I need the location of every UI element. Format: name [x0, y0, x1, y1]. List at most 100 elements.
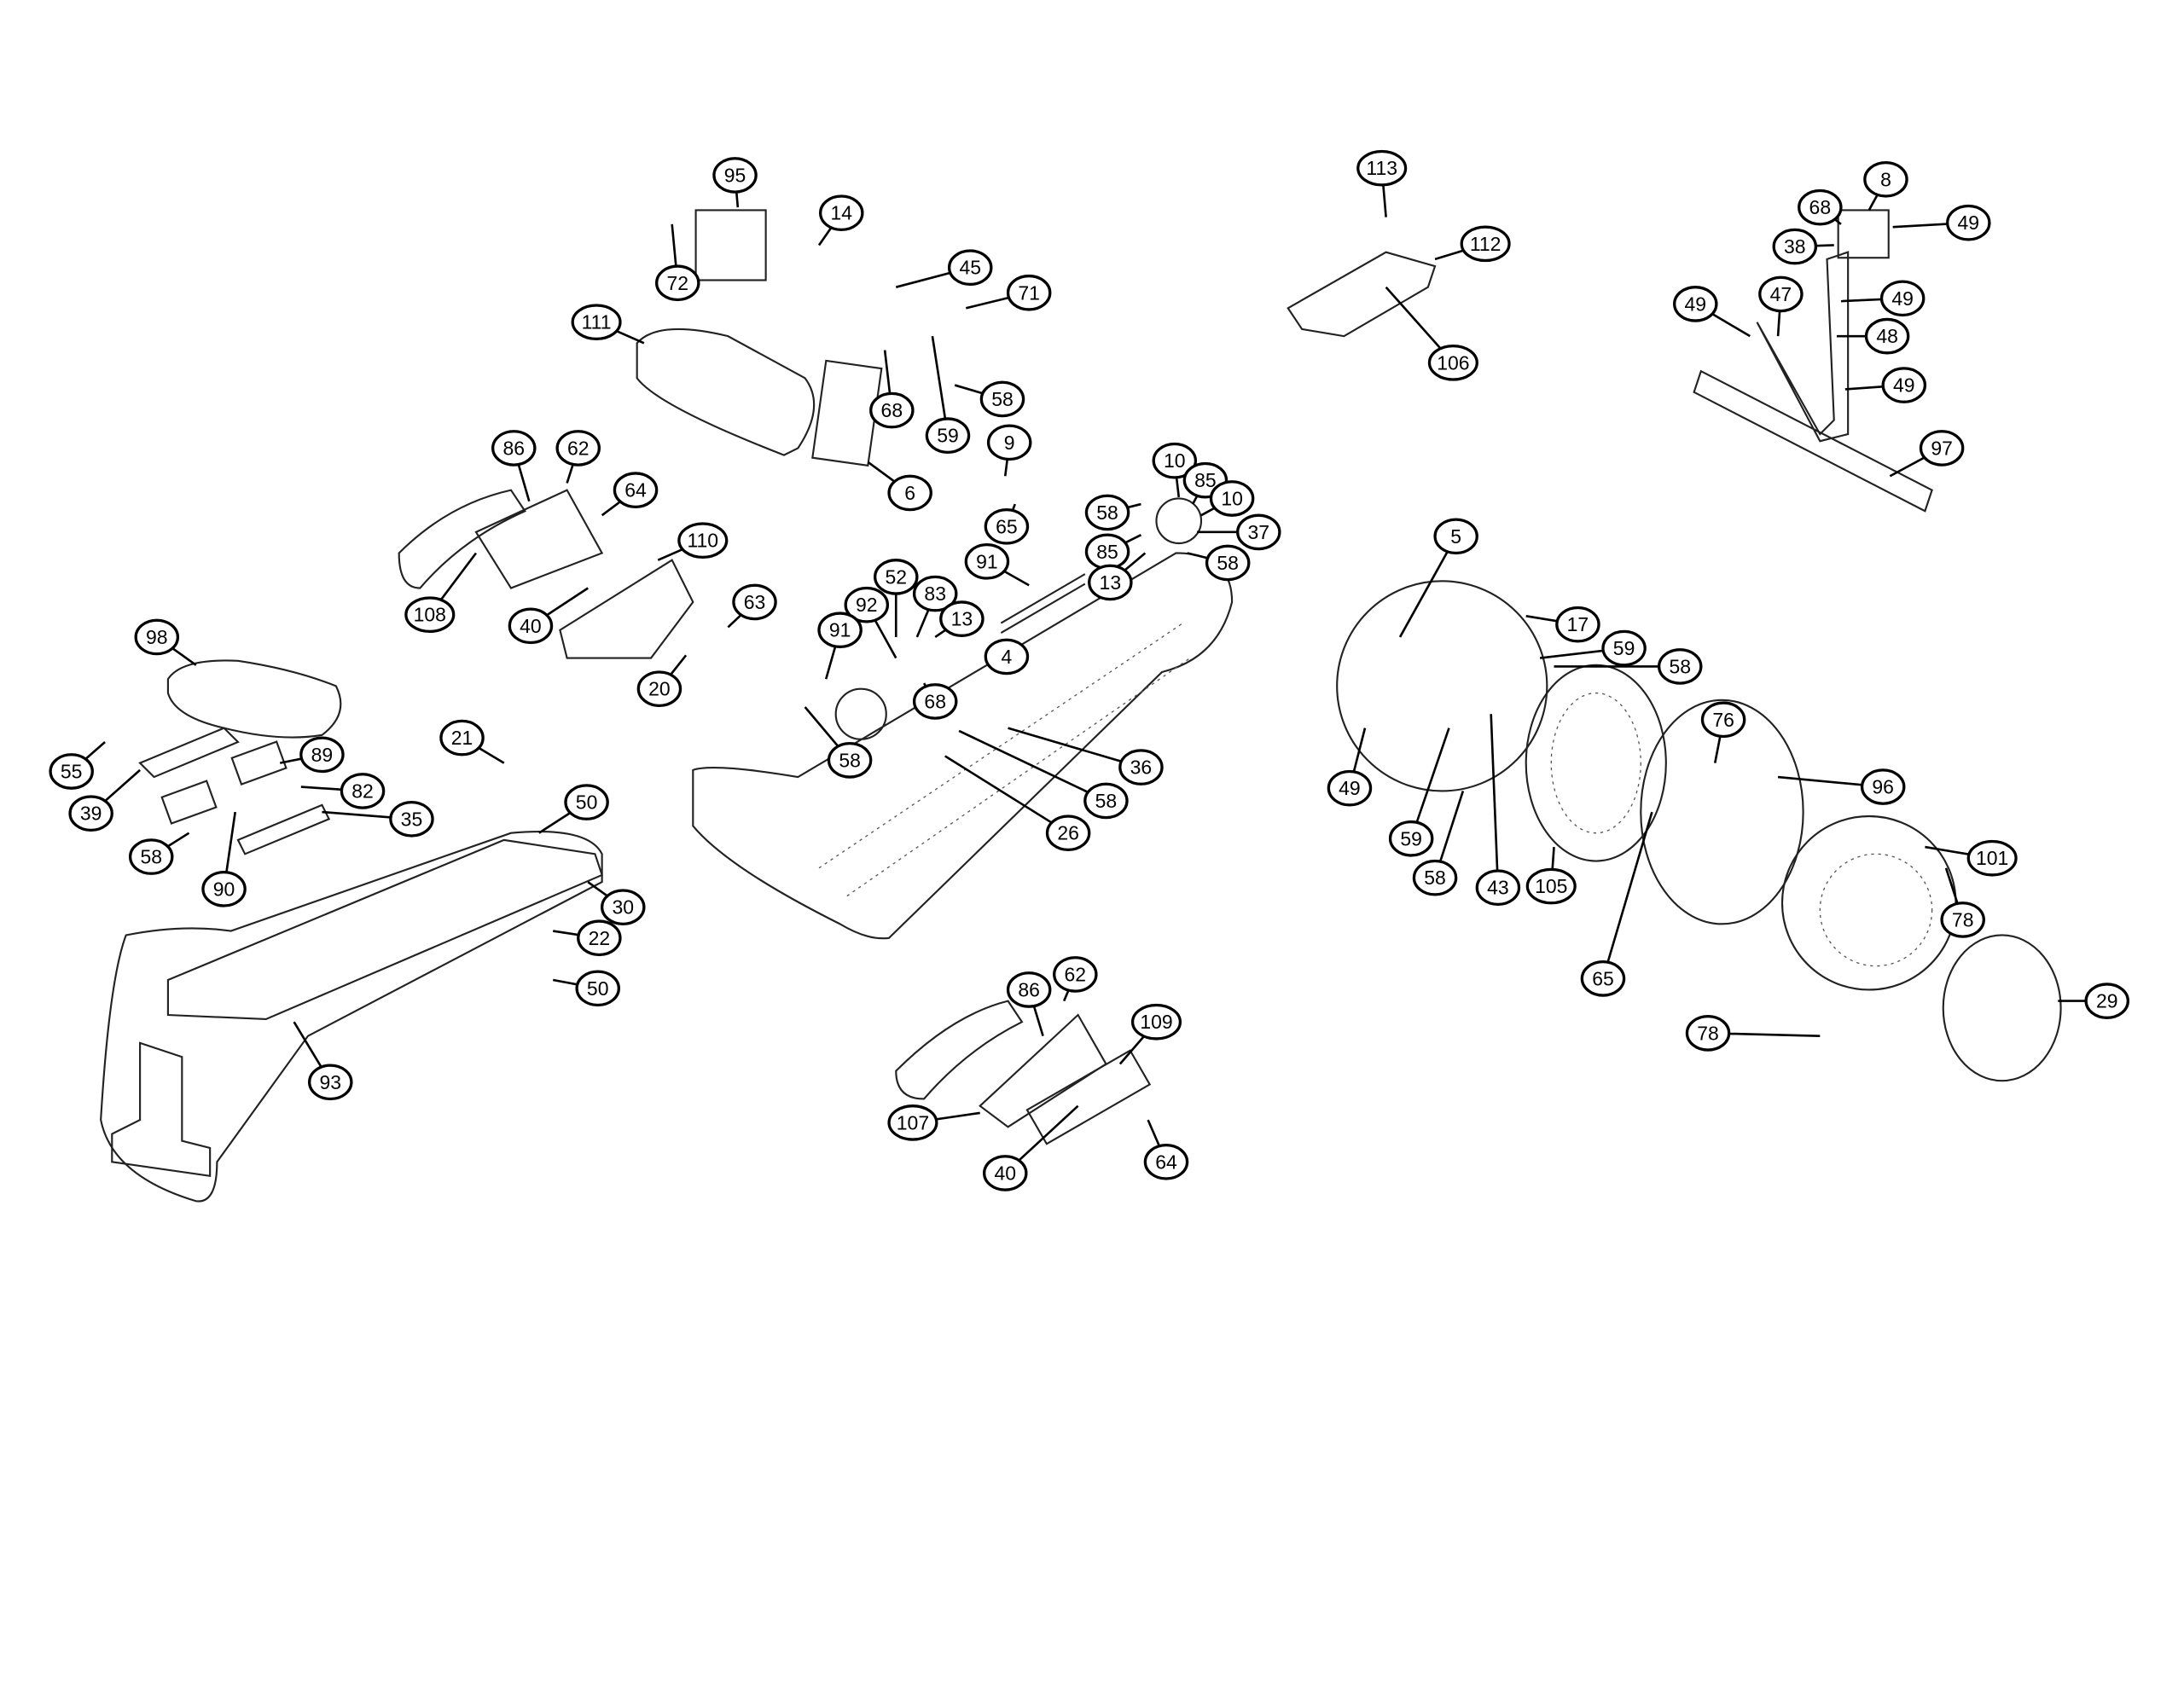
chain — [1000, 573, 1086, 624]
callout-oval — [1881, 367, 1927, 403]
callout-oval — [389, 800, 434, 838]
callout-number: 39 — [80, 803, 102, 825]
callout-number: 5 — [1450, 525, 1461, 548]
callout-number: 40 — [994, 1162, 1016, 1184]
callout-oval — [844, 586, 890, 623]
callout-part-58: 58 — [1412, 791, 1465, 896]
fan-cover — [1942, 934, 2062, 1082]
callout-number: 78 — [1697, 1022, 1719, 1044]
callout-number: 49 — [1339, 777, 1361, 799]
callout-part-71: 71 — [965, 274, 1052, 311]
callout-number: 47 — [1770, 283, 1792, 305]
callout-oval — [1130, 1003, 1182, 1041]
callout-number: 59 — [1613, 637, 1635, 659]
callout-number: 64 — [1155, 1151, 1177, 1173]
callout-oval — [984, 638, 1030, 675]
callout-number: 50 — [587, 977, 609, 1000]
callout-part-92: 92 — [844, 586, 897, 659]
callout-part-113: 113 — [1356, 149, 1408, 217]
callout-part-50: 50 — [552, 970, 620, 1007]
callout-oval — [491, 430, 537, 467]
callout-number: 113 — [1366, 157, 1397, 179]
callout-part-64: 64 — [1143, 1119, 1189, 1180]
callout-number: 85 — [1096, 541, 1118, 563]
leader-line — [1490, 714, 1500, 888]
callout-number: 65 — [996, 515, 1018, 537]
callout-part-8: 8 — [1863, 160, 1908, 212]
callout-number: 13 — [1100, 571, 1122, 594]
callout-number: 20 — [648, 678, 671, 700]
callout-part-49: 49 — [1840, 280, 1926, 317]
callout-part-49: 49 — [1673, 286, 1751, 338]
callout-oval — [49, 753, 94, 790]
callout-part-109: 109 — [1118, 1003, 1182, 1065]
callout-number: 64 — [624, 479, 647, 501]
callout-oval — [1006, 274, 1052, 311]
callout-oval — [1388, 820, 1434, 857]
callout-oval — [1209, 480, 1255, 517]
leader-line — [958, 729, 1107, 803]
callout-number: 109 — [1140, 1011, 1172, 1033]
callout-number: 106 — [1437, 351, 1469, 374]
callout-part-106: 106 — [1385, 286, 1478, 381]
callout-oval — [1863, 160, 1908, 198]
footrest-left — [398, 489, 604, 589]
callout-part-13: 13 — [1088, 552, 1147, 601]
callout-number: 43 — [1487, 877, 1509, 899]
callout-oval — [979, 380, 1025, 418]
callout-part-58: 58 — [1554, 648, 1703, 685]
callout-oval — [1700, 701, 1746, 739]
callout-oval — [986, 424, 1032, 461]
callout-oval — [2084, 983, 2129, 1019]
chain — [1000, 583, 1086, 634]
leader-line — [1601, 811, 1653, 979]
callout-number: 111 — [582, 311, 612, 333]
callout-oval — [1427, 344, 1478, 381]
callout-part-64: 64 — [601, 472, 659, 517]
callout-number: 96 — [1872, 776, 1894, 798]
pulley — [834, 687, 887, 740]
callout-oval — [1758, 275, 1804, 313]
callout-number: 62 — [1065, 963, 1087, 985]
callout-oval — [1460, 225, 1511, 263]
main-frame — [692, 552, 1234, 940]
callout-part-101: 101 — [1925, 839, 2018, 877]
flywheel — [1525, 664, 1667, 862]
callout-number: 58 — [1424, 867, 1446, 889]
callout-part-52: 52 — [873, 559, 919, 637]
callout-part-30: 30 — [587, 881, 646, 925]
callout-oval — [1798, 188, 1843, 226]
footrest-cover — [559, 559, 694, 659]
callout-part-90: 90 — [201, 811, 247, 907]
fan-ring — [1640, 699, 1804, 925]
callout-part-14: 14 — [817, 194, 864, 246]
callout-part-68: 68 — [912, 682, 958, 720]
callout-number: 36 — [1130, 757, 1153, 779]
callout-number: 13 — [951, 608, 973, 630]
seat — [166, 659, 342, 739]
callout-oval — [564, 784, 609, 820]
callout-oval — [1083, 782, 1129, 820]
callout-oval — [1045, 815, 1091, 852]
callout-part-98: 98 — [134, 618, 197, 666]
callout-part-93: 93 — [293, 1021, 353, 1101]
callout-number: 65 — [1592, 967, 1614, 989]
callout-number: 50 — [576, 791, 598, 814]
callout-number: 6 — [904, 482, 915, 504]
callout-number: 38 — [1784, 235, 1806, 258]
callout-oval — [1580, 960, 1626, 997]
callout-part-13: 13 — [934, 600, 985, 639]
callout-oval — [1433, 518, 1478, 555]
callout-oval — [68, 795, 113, 832]
callout-oval — [1879, 280, 1926, 317]
callout-oval — [1919, 430, 1965, 467]
leader-line — [1398, 536, 1457, 638]
callout-number: 82 — [351, 780, 374, 802]
callout-part-91: 91 — [817, 612, 863, 680]
callout-part-62: 62 — [555, 430, 601, 484]
callout-oval — [1053, 956, 1098, 993]
callout-oval — [1673, 286, 1718, 322]
callout-oval — [1475, 869, 1521, 907]
callout-number: 10 — [1164, 449, 1186, 472]
callout-number: 97 — [1931, 437, 1953, 459]
